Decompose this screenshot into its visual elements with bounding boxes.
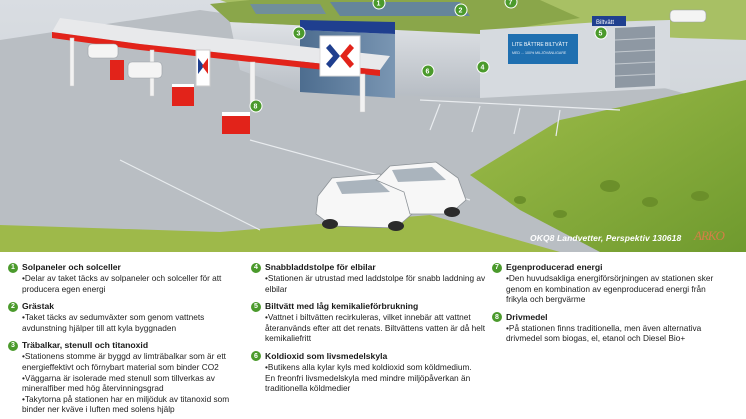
parked-cars [315,161,467,231]
storefront-band [300,20,395,34]
legend-column-2: 4 Snabbladdstolpe för elbilar Stationen ä… [251,262,486,401]
legend-title: Biltvätt med låg kemikalieförbrukning [265,301,419,312]
legend-item-co2-cooling: 6 Koldioxid som livsmedelskyla Butikens a… [251,351,486,394]
number-markers: 1 2 3 4 5 6 7 8 [249,0,608,113]
legend-item-green-roof: 2 Grästak Taket täcks av sedumväxter som … [8,301,243,333]
legend-number: 4 [251,262,261,273]
legend-number: 8 [492,312,502,323]
legend-bullet: Delar av taket täcks av solpaneler och s… [22,273,243,294]
legend-bullet: Stationens stomme är byggd av limträbalk… [22,351,243,372]
legend-item-materials: 3 Träbalkar, stenull och titanoxid Statio… [8,340,243,415]
marker-6 [421,64,435,78]
legend-number: 1 [8,262,18,273]
legend-item-solar: 1 Solpaneler och solceller Delar av taket… [8,262,243,294]
legend-number: 6 [251,351,261,362]
wash-sign [592,16,626,26]
legend-title: Koldioxid som livsmedelskyla [265,350,388,361]
front-lawn [0,215,560,252]
door-slats [614,37,656,77]
svg-text:1: 1 [377,1,381,8]
canopy-red-edge [52,32,380,76]
legend-number: 7 [492,262,502,273]
marker-2 [454,3,468,17]
legend-item-own-energy: 7 Egenproducerad energi Den huvudsakliga … [492,262,727,305]
legend-bullet: Butikens alla kylar kyls med koldioxid s… [265,362,486,373]
legend-number: 5 [251,301,261,312]
svg-text:8: 8 [254,104,258,111]
fuel-canopy [52,18,390,70]
legend: 1 Solpaneler och solceller Delar av taket… [0,262,746,419]
carwash-billboard [508,34,578,64]
legend-item-fuels: 8 Drivmedel På stationen finns traditione… [492,312,727,344]
legend-bullet: Väggarna är isolerade med stenull som ti… [22,373,243,394]
legend-bullet: Vattnet i biltvätten recirkuleras, vilke… [265,312,486,344]
billboard-line-2: MED ... 100% MILJÖVÄNLIGARE [512,51,567,55]
legend-item-ev-charger: 4 Snabbladdstolpe för elbilar Stationen ä… [251,262,486,294]
marker-8 [249,99,263,113]
legend-title: Egenproducerad energi [506,262,603,272]
legend-column-1: 1 Solpaneler och solceller Delar av taket… [8,262,243,419]
shrubs [514,180,709,218]
marker-1 [372,0,386,10]
station-rendering: LITE BÄTTRE BILTVÄTT MED ... 100% MILJÖV… [0,0,746,252]
svg-text:4: 4 [481,65,485,72]
fuel-pumps [110,60,250,134]
marker-4 [476,60,490,74]
svg-text:6: 6 [426,69,430,76]
solar-panels [250,2,470,16]
okq8-logo-icon [326,44,354,68]
billboard-line-1: LITE BÄTTRE BILTVÄTT [512,41,568,48]
marker-7 [504,0,518,9]
render-caption: OKQ8 Landvetter, Perspektiv 130618 [530,233,682,243]
legend-column-3: 7 Egenproducerad energi Den huvudsakliga … [492,262,727,351]
legend-bullet: Stationen är utrustad med laddstolpe för… [265,273,486,294]
wash-sign-text: Biltvätt [596,20,614,26]
station-illustration: LITE BÄTTRE BILTVÄTT MED ... 100% MILJÖV… [0,0,746,252]
carwash-doors [615,26,655,88]
marker-5 [594,26,608,40]
legend-bullet: Taket täcks av sedumväxter som genom vat… [22,312,243,333]
architect-mark: ARKO [694,228,725,243]
legend-title: Träbalkar, stenull och titanoxid [22,340,149,351]
lawn [470,80,746,252]
cars-at-pumps [87,9,707,79]
svg-text:7: 7 [509,0,513,7]
svg-text:2: 2 [459,8,463,15]
legend-title: Solpaneler och solceller [22,262,121,272]
legend-title: Snabbladdstolpe för elbilar [265,262,376,272]
legend-item-carwash: 5 Biltvätt med låg kemikalieförbrukning V… [251,301,486,344]
marker-3 [292,26,306,40]
legend-note: En freonfri livsmedelskyla med mindre mi… [265,372,471,394]
legend-number: 3 [8,340,18,351]
svg-text:3: 3 [297,31,301,38]
legend-number: 2 [8,301,18,312]
legend-bullet: Den huvudsakliga energiförsörjningen av … [506,273,727,305]
svg-text:5: 5 [599,31,603,38]
legend-bullet: Takytorna på stationen har en miljöduk a… [22,394,243,415]
legend-bullet: På stationen finns traditionella, men äv… [506,323,727,344]
legend-title: Grästak [22,301,55,312]
pylon-sign [195,49,211,87]
legend-title: Drivmedel [506,311,548,322]
